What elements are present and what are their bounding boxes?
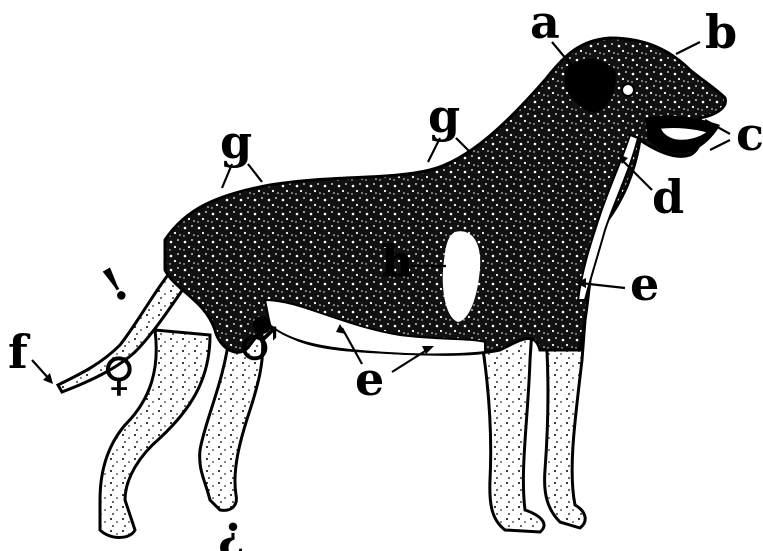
label-h: h	[382, 237, 413, 286]
label-f: f	[8, 325, 31, 379]
arrow-g-withers-right	[456, 138, 472, 154]
label-c: c	[736, 107, 763, 161]
arrow-g-back-right	[248, 164, 262, 182]
male-symbol-icon: ♂	[238, 317, 279, 371]
female-symbol-icon: ♀	[102, 347, 136, 401]
front-leg-near	[480, 330, 544, 532]
arrow-c-lower	[710, 140, 730, 150]
label-b: b	[705, 5, 737, 59]
label-g-withers: g	[428, 89, 460, 143]
label-d: d	[652, 170, 684, 224]
exclamation-mark-icon: !	[93, 256, 137, 313]
label-g-back: g	[220, 115, 252, 169]
eye	[622, 84, 634, 96]
inverted-question-mark-icon: ¿	[218, 505, 245, 551]
label-a: a	[530, 0, 560, 49]
label-e-neck: e	[630, 257, 659, 311]
arrow-b	[676, 42, 700, 54]
